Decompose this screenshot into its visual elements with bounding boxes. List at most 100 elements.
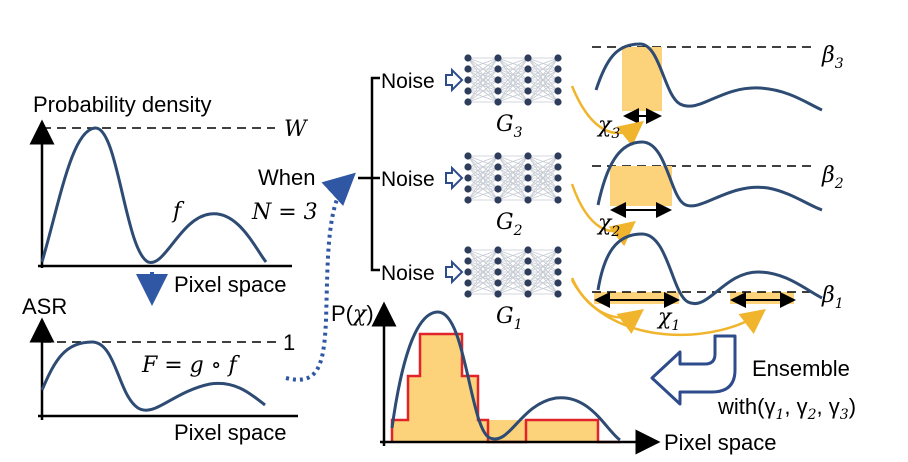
network-edge bbox=[527, 90, 559, 103]
network-node bbox=[554, 76, 562, 84]
density-curve-label: f bbox=[171, 199, 185, 224]
network-node bbox=[494, 174, 502, 182]
ensemble-curve bbox=[390, 310, 621, 442]
ensemble-line2: with(γ1, γ2, γ3) bbox=[717, 394, 856, 423]
noise-label: Noise bbox=[381, 262, 435, 285]
network-node bbox=[554, 65, 562, 73]
network-edge bbox=[497, 166, 529, 201]
network-edge bbox=[467, 155, 499, 190]
network-node bbox=[554, 87, 562, 95]
network-node bbox=[524, 174, 532, 182]
network-edge bbox=[527, 79, 559, 103]
beta2-label: β2 bbox=[821, 163, 844, 192]
network-node bbox=[494, 279, 502, 287]
g2-output bbox=[570, 140, 823, 247]
network-node bbox=[494, 87, 502, 95]
network-edge bbox=[497, 249, 529, 273]
bar-4 bbox=[462, 376, 478, 442]
density-ylabel: Probability density bbox=[33, 92, 212, 117]
network-node bbox=[494, 152, 502, 160]
network-edge bbox=[497, 249, 529, 284]
network-edge bbox=[467, 271, 499, 295]
network-edge bbox=[527, 155, 559, 168]
network-edge bbox=[467, 90, 499, 103]
bracket bbox=[358, 76, 380, 272]
network-node bbox=[554, 268, 562, 276]
network-node bbox=[524, 76, 532, 84]
network-node bbox=[494, 257, 502, 265]
network-edge bbox=[497, 57, 529, 70]
network-node bbox=[524, 185, 532, 193]
network-node bbox=[464, 54, 472, 62]
network-edge bbox=[527, 249, 559, 295]
network-node bbox=[464, 257, 472, 265]
network-edge bbox=[497, 249, 529, 295]
network-node bbox=[464, 185, 472, 193]
network-edge bbox=[527, 188, 559, 201]
g1-yellow-arrow-b bbox=[570, 279, 766, 337]
network-edge bbox=[467, 249, 499, 273]
network-node bbox=[554, 257, 562, 265]
g3-yellow-arrow bbox=[570, 85, 644, 147]
network-edge bbox=[497, 90, 529, 103]
input-arrow bbox=[445, 67, 464, 93]
network-edge bbox=[527, 155, 559, 190]
network-node bbox=[524, 279, 532, 287]
network-edge bbox=[527, 166, 559, 201]
curved-dotted-arrow bbox=[285, 172, 356, 382]
neural-network-icon bbox=[464, 54, 562, 106]
network-node bbox=[494, 246, 502, 254]
network-node bbox=[464, 246, 472, 254]
generator-label: G3 bbox=[496, 112, 523, 141]
network-edge bbox=[527, 249, 559, 284]
network-edge bbox=[497, 177, 529, 201]
network-edge bbox=[527, 155, 559, 201]
network-edge bbox=[467, 188, 499, 201]
generator-label: G2 bbox=[496, 210, 523, 239]
n-text: N = 3 bbox=[251, 200, 318, 225]
network-edge bbox=[497, 249, 529, 262]
network-edge bbox=[527, 282, 559, 295]
bar-3 bbox=[420, 334, 462, 442]
density-plot: Probability density Pixel space W f bbox=[29, 92, 309, 297]
ensemble-line1: Ensemble bbox=[752, 356, 850, 381]
network-edge bbox=[527, 57, 559, 103]
network-edge bbox=[467, 57, 499, 70]
network-edge bbox=[467, 155, 499, 168]
network-node bbox=[494, 65, 502, 73]
network-edge bbox=[497, 155, 529, 201]
network-node bbox=[524, 290, 532, 298]
network-node bbox=[494, 98, 502, 106]
network-node bbox=[464, 98, 472, 106]
g1-highlight-b bbox=[730, 292, 794, 304]
chi2-label: χ2 bbox=[596, 211, 620, 240]
network-edge bbox=[527, 68, 559, 103]
network-edge bbox=[497, 155, 529, 179]
network-edge bbox=[467, 249, 499, 295]
network-node bbox=[494, 76, 502, 84]
network-edge bbox=[497, 282, 529, 295]
network-edge bbox=[497, 68, 529, 103]
network-node bbox=[524, 54, 532, 62]
asr-threshold-label: 1 bbox=[283, 330, 295, 355]
network-node bbox=[524, 152, 532, 160]
network-edge bbox=[467, 68, 499, 103]
asr-xlabel: Pixel space bbox=[174, 420, 287, 445]
network-edge bbox=[467, 155, 499, 179]
network-edge bbox=[467, 166, 499, 201]
g1-curve bbox=[596, 232, 823, 306]
network-edge bbox=[527, 249, 559, 262]
ensemble-ylabel: P(χ) bbox=[331, 301, 374, 327]
network-node bbox=[494, 185, 502, 193]
network-edge bbox=[467, 57, 499, 92]
g3-curve bbox=[594, 42, 823, 112]
network-node bbox=[554, 196, 562, 204]
network-edge bbox=[497, 155, 529, 168]
asr-plot: ASR Pixel space 1 F = g ∘ f bbox=[22, 294, 298, 445]
network-node bbox=[464, 152, 472, 160]
network-node bbox=[464, 76, 472, 84]
network-edge bbox=[467, 57, 499, 103]
g3-output bbox=[570, 42, 823, 147]
network-edge bbox=[467, 155, 499, 201]
